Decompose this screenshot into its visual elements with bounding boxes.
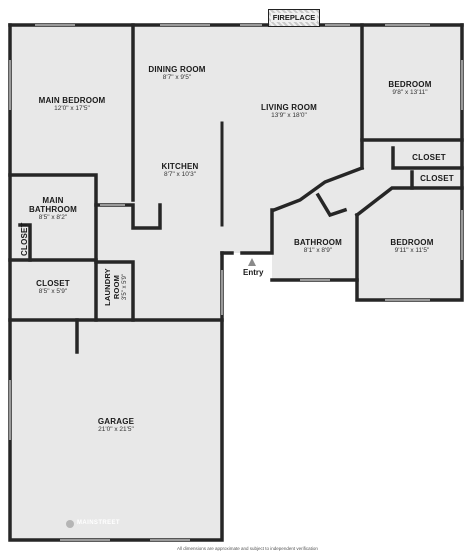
room-laundry-room: LAUNDRY ROOM 3'5" x 5'9": [103, 264, 129, 310]
room-closet-hall: CLOSET 8'5" x 5'9": [36, 279, 70, 296]
room-dims: 8'5" x 5'9": [38, 288, 68, 295]
room-name: LAUNDRY ROOM: [103, 268, 121, 306]
room-dims: 3'5" x 5'9": [122, 273, 128, 301]
room-name: MAIN BEDROOM: [38, 96, 106, 105]
windows: [9, 24, 463, 541]
room-closet-upper: CLOSET: [412, 153, 446, 162]
room-name: BEDROOM: [390, 238, 434, 247]
room-kitchen: KITCHEN 8'7" x 10'3": [162, 162, 199, 179]
room-name: BEDROOM: [388, 80, 432, 89]
disclaimer: All dimensions are approximate and subje…: [177, 546, 318, 551]
room-name: CLOSET: [412, 153, 446, 162]
room-name: MAIN BATHROOM: [28, 196, 78, 214]
room-bedroom-2: BEDROOM 9'11" x 11'5": [390, 238, 433, 255]
room-name: GARAGE: [97, 417, 135, 426]
room-dims: 8'7" x 10'3": [163, 171, 197, 178]
room-dims: 21'0" x 21'5": [98, 426, 134, 433]
room-closet-lower: CLOSET: [420, 174, 454, 183]
entry-arrow-icon: [248, 258, 256, 266]
room-dims: 9'11" x 11'5": [394, 247, 430, 254]
room-living-room: LIVING ROOM 13'9" x 18'0": [261, 103, 317, 120]
floor-areas: [10, 25, 462, 540]
entry-label: Entry: [243, 268, 264, 277]
room-name: CLOSET: [36, 279, 70, 288]
room-dims: 13'9" x 18'0": [271, 112, 307, 119]
room-garage: GARAGE 21'0" x 21'5": [98, 417, 134, 434]
fireplace: FIREPLACE: [268, 9, 320, 27]
room-name: CLOSET: [20, 222, 29, 256]
fireplace-label: FIREPLACE: [271, 13, 317, 22]
room-main-bedroom: MAIN BEDROOM 12'0" x 17'5": [39, 96, 106, 113]
brand-logo-icon: [66, 520, 74, 528]
room-dims: 12'0" x 17'5": [54, 105, 90, 112]
room-bedroom-1: BEDROOM 9'8" x 13'11": [388, 80, 431, 97]
room-bathroom: BATHROOM 8'1" x 8'9": [294, 238, 342, 255]
room-name: CLOSET: [420, 174, 454, 183]
room-dims: 8'1" x 8'9": [303, 247, 333, 254]
room-dining-room: DINING ROOM 8'7" x 9'5": [148, 65, 205, 82]
room-closet-main-bath: CLOSET: [20, 222, 29, 256]
room-name: LIVING ROOM: [261, 103, 317, 112]
room-main-bathroom: MAIN BATHROOM 8'5" x 8'2": [18, 196, 88, 222]
room-name: KITCHEN: [161, 162, 199, 171]
room-name: BATHROOM: [293, 238, 343, 247]
room-dims: 8'7" x 9'5": [162, 74, 192, 81]
brand-name: MAINSTREET: [77, 520, 120, 526]
room-name: DINING ROOM: [148, 65, 206, 74]
room-dims: 8'5" x 8'2": [38, 214, 68, 221]
room-dims: 9'8" x 13'11": [392, 89, 428, 96]
